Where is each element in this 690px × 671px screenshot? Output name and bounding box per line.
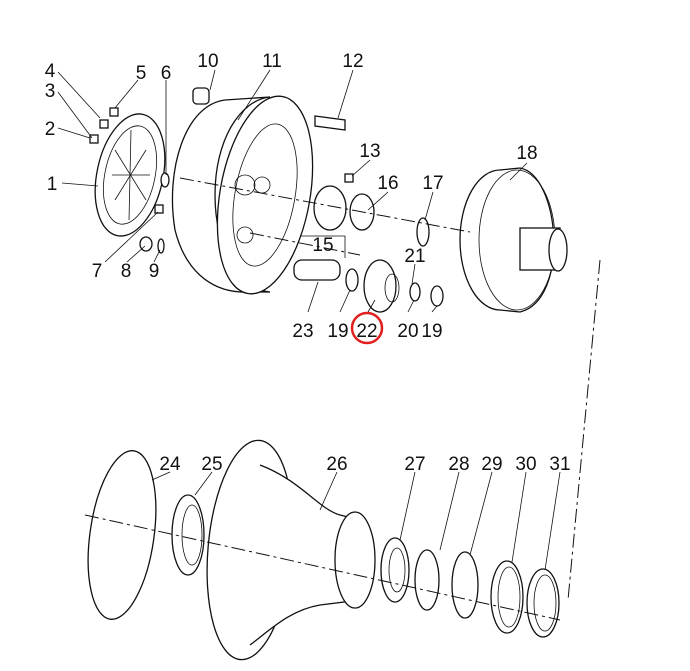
callout-30: 30 <box>515 454 536 475</box>
callout-27: 27 <box>404 454 425 475</box>
callout-16: 16 <box>377 173 398 194</box>
callout-17: 17 <box>422 173 443 194</box>
callout-29: 29 <box>481 454 502 475</box>
drum-hub <box>459 167 568 313</box>
center-lines <box>84 177 601 621</box>
callout-19: 19 <box>421 321 442 342</box>
callout-1: 1 <box>47 174 58 195</box>
callout-28: 28 <box>448 454 469 475</box>
callout-2: 2 <box>45 119 56 140</box>
callout-18: 18 <box>516 143 537 164</box>
callout-12: 12 <box>342 51 363 72</box>
callout-20: 20 <box>397 321 418 342</box>
planet-carrier-housing <box>171 95 314 295</box>
callout-9: 9 <box>149 261 160 282</box>
callout-19: 19 <box>327 321 348 342</box>
callout-21: 21 <box>404 246 425 267</box>
callout-7: 7 <box>92 261 103 282</box>
planet-gears <box>293 185 444 313</box>
callout-31: 31 <box>549 454 570 475</box>
callout-22: 22 <box>356 321 377 342</box>
leader-lines <box>57 69 561 571</box>
lower-assembly <box>87 439 560 661</box>
highlight-circle <box>350 311 384 345</box>
callout-25: 25 <box>201 454 222 475</box>
callout-26: 26 <box>326 454 347 475</box>
callout-5: 5 <box>136 63 147 84</box>
callout-24: 24 <box>159 454 181 475</box>
callout-13: 13 <box>359 141 380 162</box>
callout-15: 15 <box>312 235 333 256</box>
callout-11: 11 <box>262 51 282 72</box>
callout-8: 8 <box>121 261 132 282</box>
callout-23: 23 <box>292 321 313 342</box>
callout-10: 10 <box>197 51 218 72</box>
small-hardware <box>89 87 354 254</box>
callout-6: 6 <box>161 63 172 84</box>
callout-3: 3 <box>45 81 56 102</box>
callout-4: 4 <box>45 61 56 82</box>
